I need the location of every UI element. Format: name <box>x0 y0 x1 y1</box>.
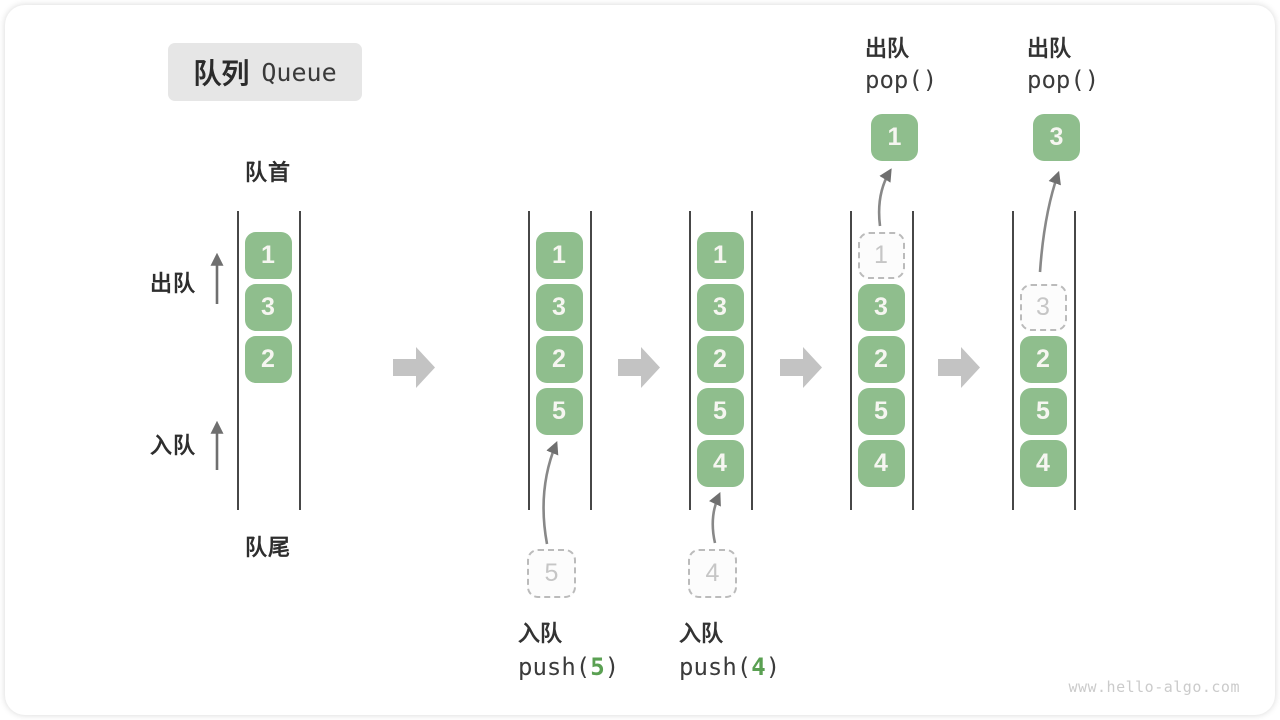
queue-item: 4 <box>857 440 905 487</box>
queue-item: 5 <box>857 388 905 435</box>
queue-item: 1 <box>535 232 583 279</box>
op-enqueue-code: push(5) <box>518 653 619 681</box>
op-enqueue-label: 入队 <box>679 621 724 646</box>
queue-item: 3 <box>535 284 583 331</box>
queue-wall-left <box>689 211 691 510</box>
op-dequeue-code: pop() <box>1027 66 1100 94</box>
enqueue-move-arrow-icon <box>709 492 721 544</box>
queue-item: 5 <box>1019 388 1067 435</box>
op-enqueue-code: push(4) <box>679 653 780 681</box>
queue-wall-right <box>1074 211 1076 510</box>
dequeue-move-arrow-icon <box>1038 170 1061 273</box>
queue-item: 5 <box>696 388 744 435</box>
op-dequeue-code: pop() <box>865 66 938 94</box>
queue-item: 1 <box>244 232 292 279</box>
op-code-fn: push( <box>518 653 591 681</box>
op-dequeue-label: 出队 <box>1027 36 1072 61</box>
queue-wall-right <box>912 211 914 510</box>
next-state-arrow-icon <box>393 347 435 388</box>
queue-item: 2 <box>696 336 744 383</box>
queue-wall-right <box>590 211 592 510</box>
next-state-arrow-icon <box>780 347 822 388</box>
dequeue-side-label: 出队 <box>150 271 197 296</box>
op-code-close: ) <box>765 653 781 681</box>
queue-item: 4 <box>696 440 744 487</box>
enqueue-side-label: 入队 <box>150 433 197 458</box>
title-zh: 队列 <box>193 58 250 89</box>
queue-wall-left <box>237 211 239 510</box>
title-badge: 队列 Queue <box>168 43 362 101</box>
title-en: Queue <box>261 57 337 87</box>
queue-item: 2 <box>857 336 905 383</box>
queue-item: 4 <box>1019 440 1067 487</box>
queue-wall-left <box>1012 211 1014 510</box>
dequeue-move-arrow-icon <box>877 168 892 227</box>
queue-rear-label: 队尾 <box>244 535 292 560</box>
enqueue-move-arrow-icon <box>542 440 559 545</box>
queue-item: 3 <box>857 284 905 331</box>
incoming-item-ghost: 5 <box>527 549 576 598</box>
queue-item: 3 <box>244 284 292 331</box>
op-code-arg: 5 <box>590 653 605 681</box>
next-state-arrow-icon <box>618 347 660 388</box>
queue-wall-right <box>751 211 753 510</box>
queue-item: 5 <box>535 388 583 435</box>
next-state-arrow-icon <box>938 347 980 388</box>
popped-item: 1 <box>871 114 918 161</box>
incoming-item-ghost: 4 <box>688 549 737 598</box>
queue-wall-left <box>850 211 852 510</box>
queue-item-ghost: 1 <box>857 232 905 279</box>
queue-front-label: 队首 <box>244 160 292 185</box>
watermark: www.hello-algo.com <box>1068 678 1240 696</box>
op-code-arg: 4 <box>751 653 766 681</box>
queue-wall-right <box>299 211 301 510</box>
queue-item-ghost: 3 <box>1019 284 1067 331</box>
popped-item: 3 <box>1033 114 1080 161</box>
queue-item: 1 <box>696 232 744 279</box>
queue-item: 3 <box>696 284 744 331</box>
queue-item: 2 <box>244 336 292 383</box>
op-dequeue-label: 出队 <box>865 36 910 61</box>
op-code-close: ) <box>604 653 620 681</box>
queue-item: 2 <box>1019 336 1067 383</box>
op-enqueue-label: 入队 <box>518 621 563 646</box>
queue-item: 2 <box>535 336 583 383</box>
queue-wall-left <box>528 211 530 510</box>
op-code-fn: push( <box>679 653 752 681</box>
